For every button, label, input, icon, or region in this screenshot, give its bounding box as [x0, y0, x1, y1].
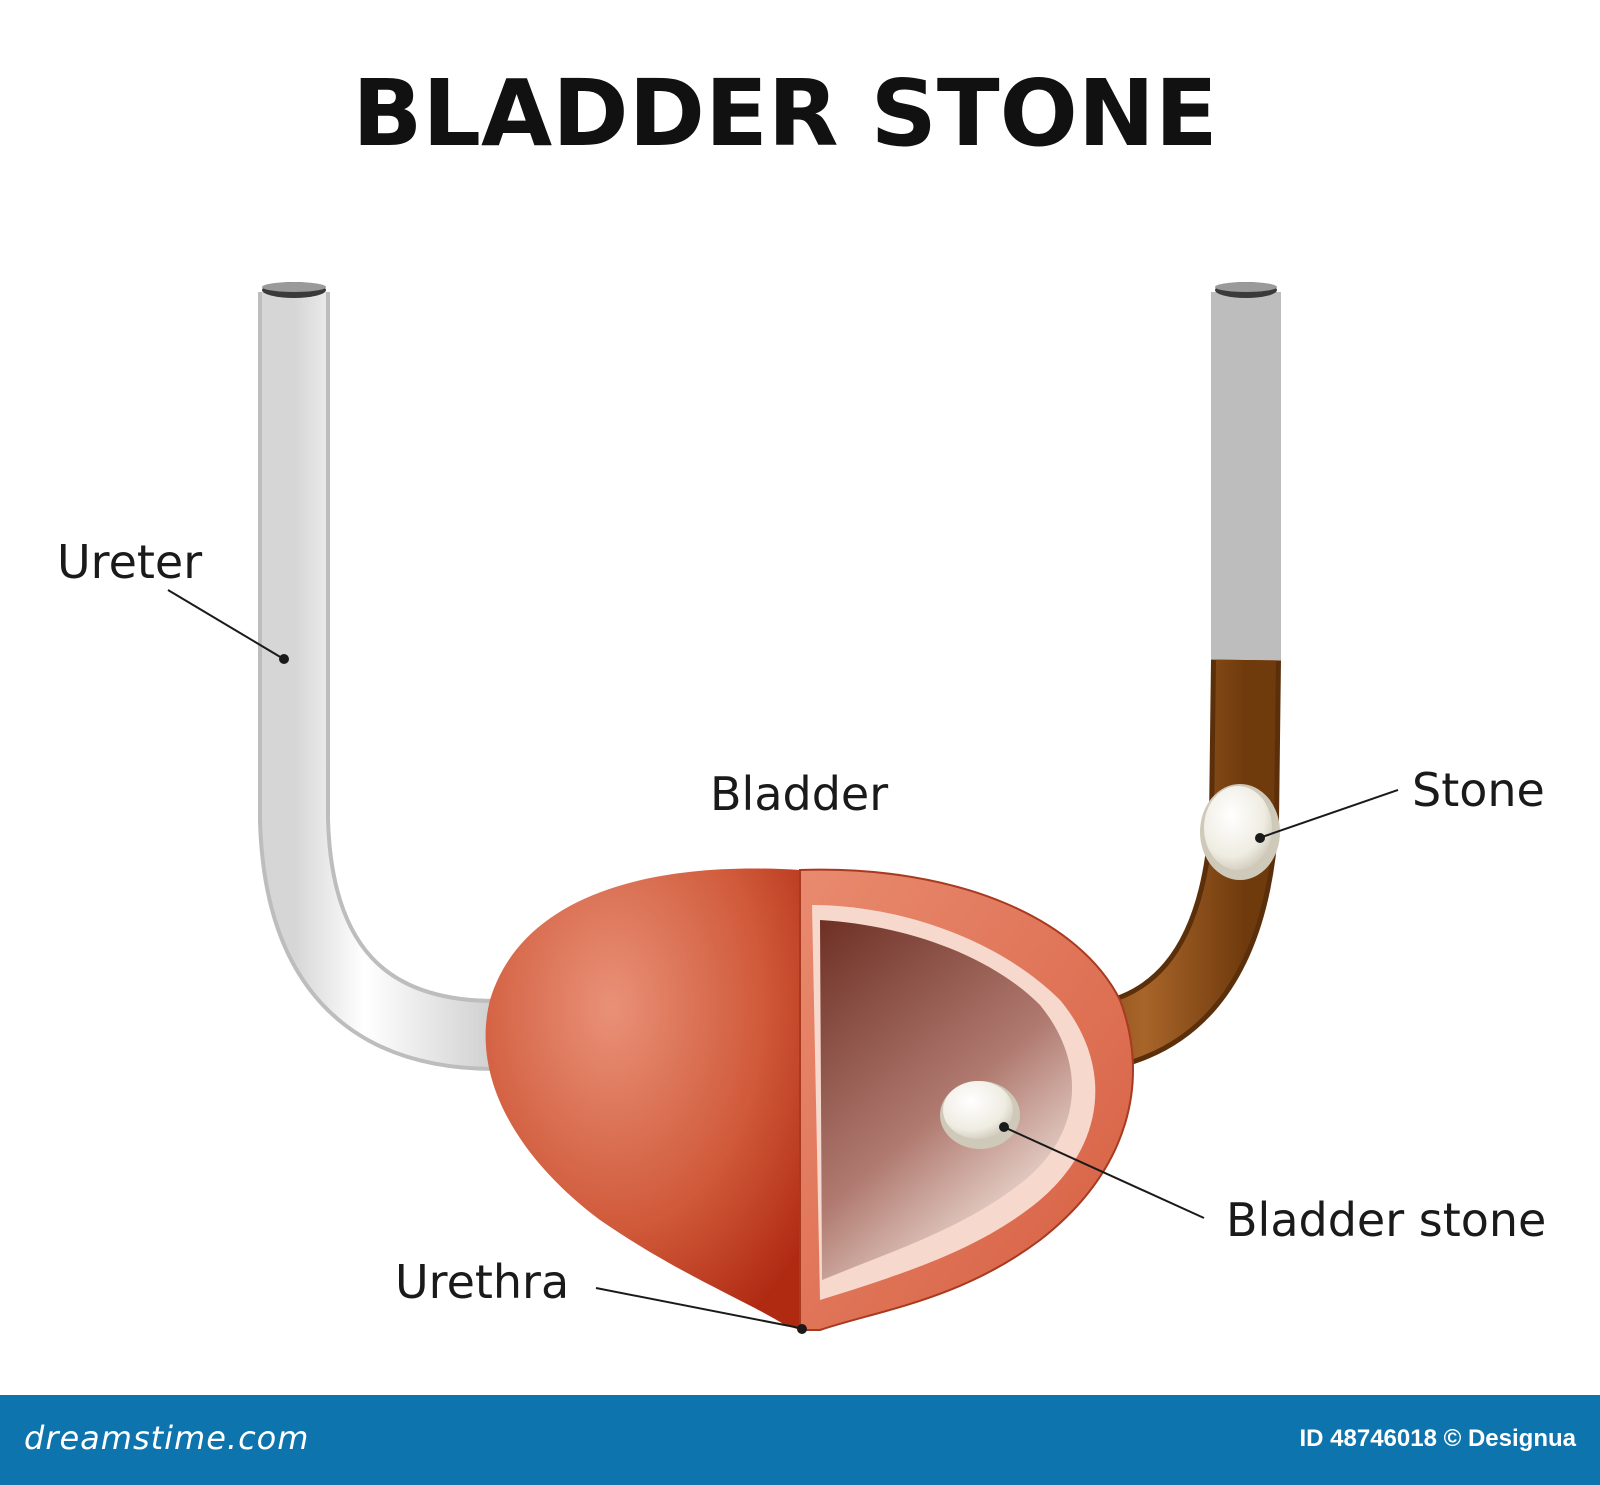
footer-brand: dreamstime.com	[24, 1419, 310, 1457]
watermark-footer-bar: dreamstime.com ID 48746018 © Designua	[0, 1395, 1600, 1485]
ureter-pointer-dot	[279, 654, 289, 664]
urethra-pointer-dot	[797, 1324, 807, 1334]
bladder	[485, 868, 1134, 1331]
page-title: BLADDER STONE	[352, 60, 1217, 167]
right-ureter	[1059, 282, 1281, 1075]
footer-stock-id: ID 48746018 © Designua	[1299, 1425, 1577, 1452]
label-urethra: Urethra	[395, 1255, 569, 1309]
urethra-leader-line	[595, 1287, 801, 1329]
stone-leader-line	[1261, 789, 1399, 838]
bladder-stone-pointer-dot	[999, 1122, 1009, 1132]
ureter-leader-line	[167, 589, 283, 659]
label-bladder: Bladder	[710, 767, 888, 821]
stone-pointer-dot	[1255, 833, 1265, 843]
bladder-outer-wall	[485, 868, 800, 1330]
bladder-stone-leader-line	[1005, 1127, 1205, 1219]
label-bladder-stone: Bladder stone	[1226, 1193, 1546, 1247]
left-ureter	[258, 282, 496, 1071]
label-ureter: Ureter	[57, 535, 202, 589]
label-stone: Stone	[1412, 763, 1545, 817]
